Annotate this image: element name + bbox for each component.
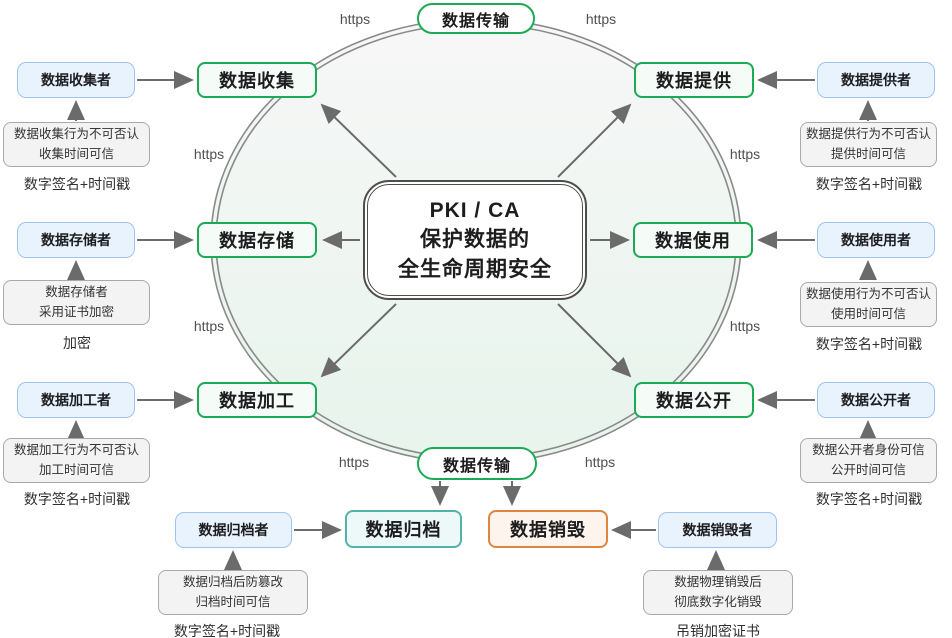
note-publisher-line1: 数据公开者身份可信 — [812, 443, 925, 458]
note-user-line1: 数据使用行为不可否认 — [805, 287, 931, 302]
node-stage-destroy: 数据销毁 — [488, 510, 608, 548]
caption-collector: 数字签名+时间戳 — [23, 176, 131, 192]
node-actor-user: 数据使用者 — [817, 222, 935, 258]
arrow-center-to-publish — [557, 303, 632, 378]
node-transmission-top: 数据传输 — [417, 3, 535, 34]
note-destroyer-line2: 彻底数字化销毁 — [674, 594, 762, 609]
node-actor-provider: 数据提供者 — [817, 62, 935, 98]
https-label-top-left: https — [339, 11, 371, 27]
note-processor-line2: 加工时间可信 — [38, 462, 114, 477]
note-publisher: 数据公开者身份可信 公开时间可信 — [800, 438, 937, 483]
node-stage-collect: 数据收集 — [197, 62, 317, 98]
note-archiver-line1: 数据归档后防篡改 — [182, 575, 283, 590]
node-stage-provide: 数据提供 — [634, 62, 754, 98]
https-label-bottom-right: https — [584, 454, 616, 470]
note-provider: 数据提供行为不可否认 提供时间可信 — [800, 122, 937, 167]
node-actor-collector: 数据收集者 — [17, 62, 135, 98]
note-collector: 数据收集行为不可否认 收集时间可信 — [3, 122, 150, 167]
note-destroyer: 数据物理销毁后 彻底数字化销毁 — [643, 570, 793, 615]
node-actor-storer: 数据存储者 — [17, 222, 135, 258]
https-label-lower-right: https — [729, 318, 761, 334]
node-transmission-bottom: 数据传输 — [417, 447, 537, 480]
node-stage-process: 数据加工 — [197, 382, 317, 418]
caption-provider: 数字签名+时间戳 — [815, 176, 923, 192]
center-line-3: 全生命周期安全 — [398, 257, 552, 281]
note-processor-line1: 数据加工行为不可否认 — [13, 443, 139, 458]
note-collector-line1: 数据收集行为不可否认 — [13, 127, 139, 142]
note-user-line2: 使用时间可信 — [830, 306, 906, 321]
node-actor-processor: 数据加工者 — [17, 382, 135, 418]
node-stage-store: 数据存储 — [197, 222, 317, 258]
https-label-upper-right: https — [729, 146, 761, 162]
note-destroyer-line1: 数据物理销毁后 — [674, 575, 762, 590]
note-collector-line2: 收集时间可信 — [38, 146, 114, 161]
node-stage-use: 数据使用 — [633, 222, 753, 258]
center-line-1: PKI / CA — [429, 198, 521, 222]
arrow-center-to-collect — [320, 103, 397, 178]
center-line-2: 保护数据的 — [420, 228, 530, 252]
caption-user: 数字签名+时间戳 — [815, 336, 923, 352]
https-label-bottom-left: https — [338, 454, 370, 470]
arrow-center-to-process — [320, 303, 397, 378]
note-provider-line1: 数据提供行为不可否认 — [805, 127, 931, 142]
caption-archiver: 数字签名+时间戳 — [173, 623, 281, 638]
node-actor-destroyer: 数据销毁者 — [658, 512, 777, 548]
arrows — [67, 71, 877, 570]
caption-destroyer: 吊销加密证书 — [676, 623, 760, 638]
note-storer-line1: 数据存储者 — [45, 285, 108, 300]
https-label-top-right: https — [585, 11, 617, 27]
note-archiver: 数据归档后防篡改 归档时间可信 — [158, 570, 308, 615]
https-label-upper-left: https — [193, 146, 225, 162]
caption-processor: 数字签名+时间戳 — [23, 491, 131, 507]
center-node-text: PKI / CA 保护数据的 全生命周期安全 — [367, 184, 583, 296]
note-provider-line2: 提供时间可信 — [830, 146, 906, 161]
caption-storer: 加密 — [63, 335, 91, 351]
note-user: 数据使用行为不可否认 使用时间可信 — [800, 282, 937, 327]
node-actor-publisher: 数据公开者 — [817, 382, 935, 418]
node-actor-archiver: 数据归档者 — [175, 512, 292, 548]
center-node: PKI / CA 保护数据的 全生命周期安全 — [363, 180, 587, 300]
note-processor: 数据加工行为不可否认 加工时间可信 — [3, 438, 150, 483]
note-archiver-line2: 归档时间可信 — [195, 594, 271, 609]
node-stage-archive: 数据归档 — [345, 510, 462, 548]
arrow-center-to-provide — [557, 103, 632, 178]
note-storer-line2: 采用证书加密 — [38, 304, 114, 319]
caption-publisher: 数字签名+时间戳 — [815, 491, 923, 507]
note-publisher-line2: 公开时间可信 — [830, 462, 906, 477]
note-storer: 数据存储者 采用证书加密 — [3, 280, 150, 325]
https-label-lower-left: https — [193, 318, 225, 334]
node-stage-publish: 数据公开 — [634, 382, 754, 418]
